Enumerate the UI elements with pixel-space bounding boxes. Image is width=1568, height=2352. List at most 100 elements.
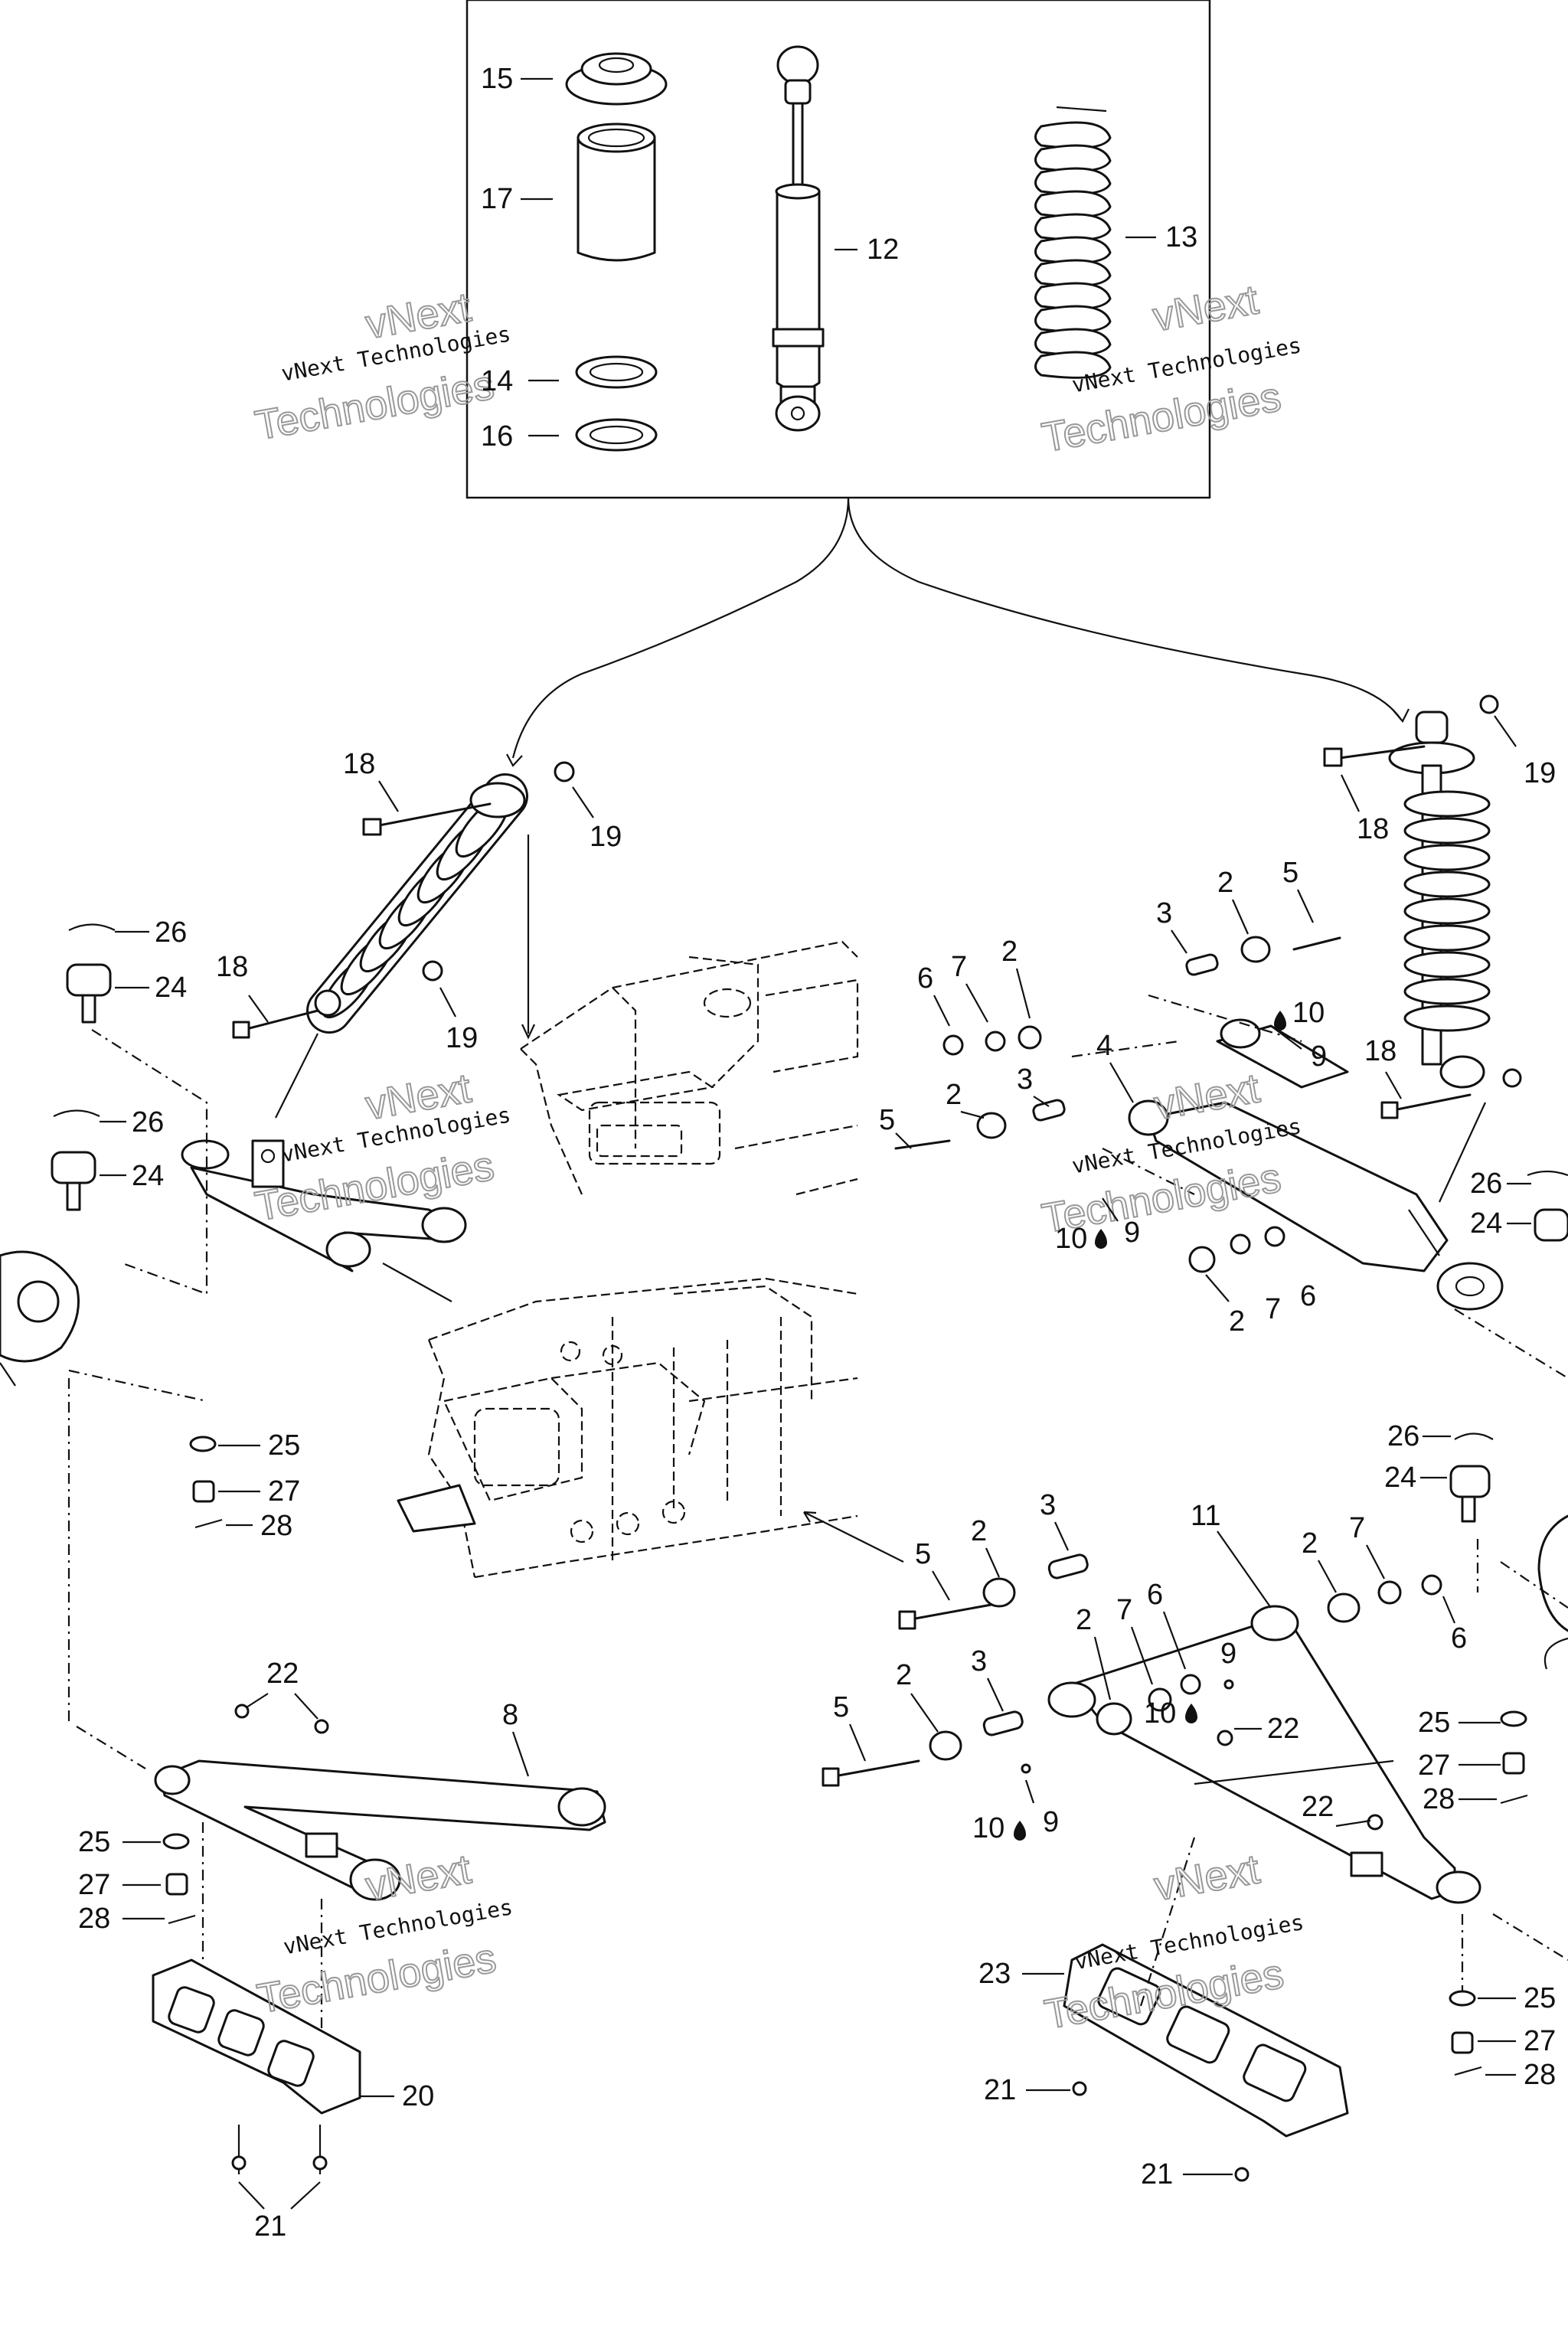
callout-5d: 5 xyxy=(833,1691,849,1723)
callout-19b: 19 xyxy=(446,1022,478,1054)
watermark-bottom-right: vNext vNext Technologies Technologies xyxy=(1040,1845,1305,2038)
watermark-mid-left: vNext vNext Technologies Technologies xyxy=(251,1064,513,1230)
sleeve-part xyxy=(577,122,656,262)
coil-spring-part xyxy=(1034,106,1112,379)
callout-3d: 3 xyxy=(971,1645,987,1677)
callout-6a: 6 xyxy=(917,962,933,995)
callout-26b: 26 xyxy=(132,1106,164,1138)
shock-damper-part xyxy=(772,45,825,432)
callout-28d: 28 xyxy=(1524,2059,1556,2091)
callout-27a: 27 xyxy=(268,1475,300,1508)
callout-2e: 2 xyxy=(971,1515,987,1547)
oil-drop-icon xyxy=(1274,1011,1286,1031)
callout-21b: 21 xyxy=(984,2074,1016,2106)
callout-27d: 27 xyxy=(1524,2025,1556,2057)
steering-knuckle-left xyxy=(0,1250,80,1387)
right-ball-joint-lower xyxy=(1449,1432,1494,1523)
callout-2a: 2 xyxy=(1217,867,1233,899)
washer-14-part xyxy=(575,355,658,389)
callout-20: 20 xyxy=(402,2080,434,2112)
callout-3a: 3 xyxy=(1156,897,1172,929)
guide-lines xyxy=(67,1029,1568,1991)
left-hardware-lower xyxy=(162,1833,196,1925)
callout-7a: 7 xyxy=(951,951,967,983)
left-ball-joint-lower xyxy=(51,1109,100,1211)
callout-22c: 22 xyxy=(266,1658,299,1690)
callout-3c: 3 xyxy=(1040,1489,1056,1521)
callout-2f: 2 xyxy=(1302,1527,1318,1560)
callout-26c: 26 xyxy=(1470,1168,1502,1200)
callout-10b: 10 xyxy=(1055,1223,1087,1255)
callout-5a: 5 xyxy=(1282,857,1298,889)
callouts: 15 17 12 13 14 16 18 19 18 19 26 24 26 2… xyxy=(78,63,1556,2243)
callout-10c: 10 xyxy=(1144,1697,1176,1730)
callout-14: 14 xyxy=(481,365,513,397)
left-ball-joint-upper xyxy=(66,923,116,1024)
watermark-bottom-left: vNext vNext Technologies Technologies xyxy=(253,1845,514,2023)
callout-4: 4 xyxy=(1096,1030,1112,1062)
left-skid-plate xyxy=(152,1958,361,2174)
callout-24c: 24 xyxy=(1470,1207,1502,1240)
callout-2c: 2 xyxy=(946,1079,962,1111)
left-upper-a-arm xyxy=(181,1139,467,1302)
callout-5b: 5 xyxy=(879,1104,895,1136)
callout-6c: 6 xyxy=(1451,1622,1467,1655)
callout-9c: 9 xyxy=(1220,1638,1236,1670)
detail-box xyxy=(466,0,1410,767)
callout-7d: 7 xyxy=(1116,1594,1132,1626)
washer-16-part xyxy=(575,418,658,452)
callout-28a: 28 xyxy=(260,1510,292,1542)
callout-2b: 2 xyxy=(1001,936,1018,968)
vehicle-frame xyxy=(397,940,904,1579)
oil-drop-icon xyxy=(1185,1704,1197,1723)
callout-19a: 19 xyxy=(590,821,622,853)
svg-text:vNext: vNext xyxy=(362,1846,474,1909)
callout-2g: 2 xyxy=(1076,1604,1092,1636)
callout-26d: 26 xyxy=(1387,1420,1419,1452)
callout-12: 12 xyxy=(867,234,899,266)
callout-9d: 9 xyxy=(1043,1806,1059,1838)
right-shock-assembly xyxy=(1323,694,1522,1203)
watermark-top-left: vNext vNext Technologies Technologies xyxy=(251,283,513,449)
callout-8: 8 xyxy=(502,1699,518,1731)
oil-drop-icon xyxy=(1095,1229,1107,1249)
callout-19c: 19 xyxy=(1524,757,1556,789)
callout-10a: 10 xyxy=(1292,997,1325,1029)
callout-9b: 9 xyxy=(1124,1217,1140,1249)
callout-13: 13 xyxy=(1165,221,1197,253)
left-shock-assembly xyxy=(232,761,575,1119)
callout-11: 11 xyxy=(1191,1500,1220,1532)
right-lower-a-arm xyxy=(822,1553,1481,1904)
callout-3b: 3 xyxy=(1017,1063,1033,1096)
callout-27b: 27 xyxy=(1418,1749,1450,1782)
callout-27c: 27 xyxy=(78,1869,110,1901)
callout-25d: 25 xyxy=(1524,1982,1556,2014)
svg-text:vNext: vNext xyxy=(1151,1846,1263,1909)
callout-16: 16 xyxy=(481,420,513,452)
callout-28b: 28 xyxy=(1423,1783,1455,1815)
callout-21a: 21 xyxy=(254,2210,286,2243)
callout-22b: 22 xyxy=(1302,1791,1334,1823)
callout-24a: 24 xyxy=(155,972,187,1004)
left-hardware xyxy=(189,1436,223,1529)
callout-25a: 25 xyxy=(268,1429,300,1462)
callout-21c: 21 xyxy=(1141,2158,1173,2190)
left-lower-a-arm xyxy=(76,1704,606,2067)
callout-2h: 2 xyxy=(896,1659,912,1691)
callout-7c: 7 xyxy=(1349,1512,1365,1544)
callout-26a: 26 xyxy=(155,916,187,949)
callout-10d: 10 xyxy=(972,1812,1004,1844)
spring-seat-part xyxy=(565,52,668,106)
callout-17: 17 xyxy=(481,183,513,215)
right-skid-plate xyxy=(1063,1837,1349,2182)
callout-15: 15 xyxy=(481,63,513,95)
callout-18d: 18 xyxy=(1364,1035,1396,1067)
callout-18c: 18 xyxy=(1357,813,1389,845)
callout-18b: 18 xyxy=(216,951,248,983)
right-hardware xyxy=(1449,1710,1528,2076)
oil-drop-icon xyxy=(1014,1821,1026,1841)
svg-text:vNext: vNext xyxy=(1149,276,1261,340)
right-ball-joint-upper xyxy=(1527,1170,1568,1242)
callout-22a: 22 xyxy=(1267,1713,1299,1745)
